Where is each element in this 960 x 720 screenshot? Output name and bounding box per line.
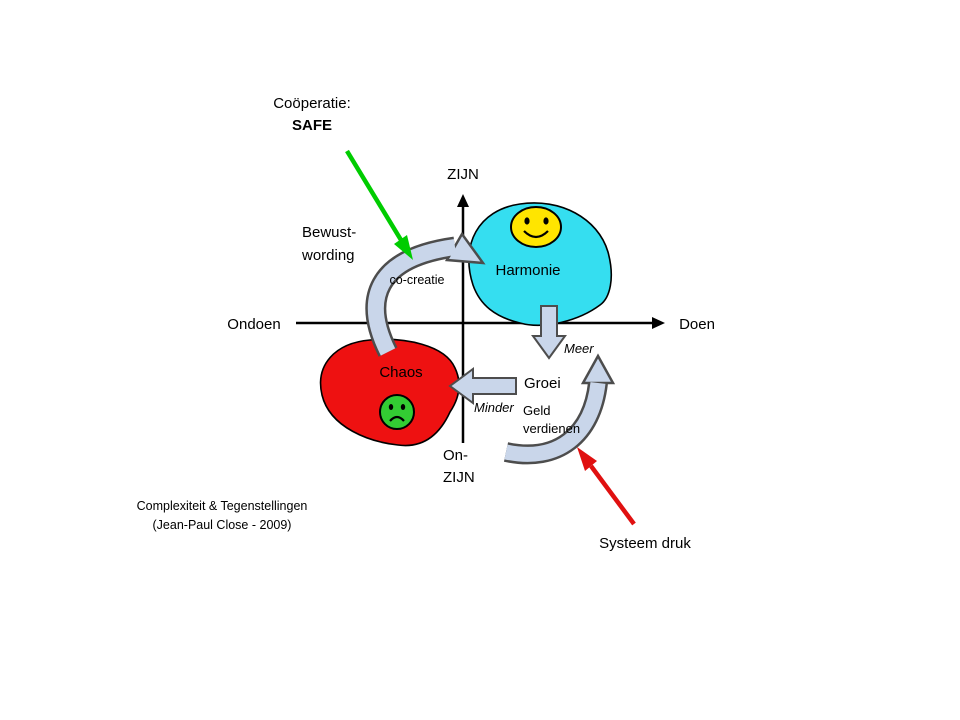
money-label: Geld verdienen xyxy=(523,402,580,438)
cocreation-curved-arrow xyxy=(365,231,486,357)
axis-bottom-line2: ZIJN xyxy=(443,469,475,486)
system-pressure-red-arrow xyxy=(577,447,636,526)
awareness-line1: Bewust- xyxy=(302,224,357,241)
cooperation-line2: SAFE xyxy=(291,117,332,134)
axis-left-label: Ondoen xyxy=(227,316,281,333)
sad-face-icon xyxy=(379,394,415,430)
axis-bottom-line1: On- xyxy=(443,447,469,464)
credit-label: Complexiteit & Tegenstellingen (Jean-Pau… xyxy=(137,497,308,535)
safe-green-arrow xyxy=(345,149,413,260)
harmony-blob xyxy=(468,202,612,327)
y-axis xyxy=(457,194,469,443)
growth-label: Groei xyxy=(524,375,561,392)
x-axis xyxy=(296,317,665,329)
chaos-label: Chaos xyxy=(379,364,423,381)
minder-left-arrow xyxy=(448,367,517,405)
cocreation-label: co-creatie xyxy=(389,273,445,287)
credit-line2: (Jean-Paul Close - 2009) xyxy=(152,518,292,532)
cooperation-label: Coöperatie: SAFE xyxy=(273,93,351,137)
harmony-label: Harmonie xyxy=(495,262,561,279)
minder-label: Minder xyxy=(474,400,514,415)
awareness-line2: wording xyxy=(302,247,355,264)
cooperation-line1: Coöperatie: xyxy=(273,95,351,112)
x-axis-arrowhead-icon xyxy=(652,317,665,329)
axis-top-label: ZIJN xyxy=(447,166,479,183)
money-line1: Geld xyxy=(523,403,551,418)
growth-curved-arrow xyxy=(503,353,616,465)
money-line2: verdienen xyxy=(523,421,581,436)
meer-label: Meer xyxy=(564,341,594,356)
credit-line1: Complexiteit & Tegenstellingen xyxy=(136,499,308,513)
y-axis-arrowhead-icon xyxy=(457,194,469,207)
system-pressure-label: Systeem druk xyxy=(599,535,691,552)
smiley-face-icon xyxy=(510,206,562,248)
awareness-label: Bewust- wording xyxy=(302,221,356,267)
chaos-blob xyxy=(319,338,460,447)
meer-down-arrow xyxy=(531,305,567,360)
axis-right-label: Doen xyxy=(679,316,715,333)
axis-bottom-label: On- ZIJN xyxy=(443,445,475,489)
